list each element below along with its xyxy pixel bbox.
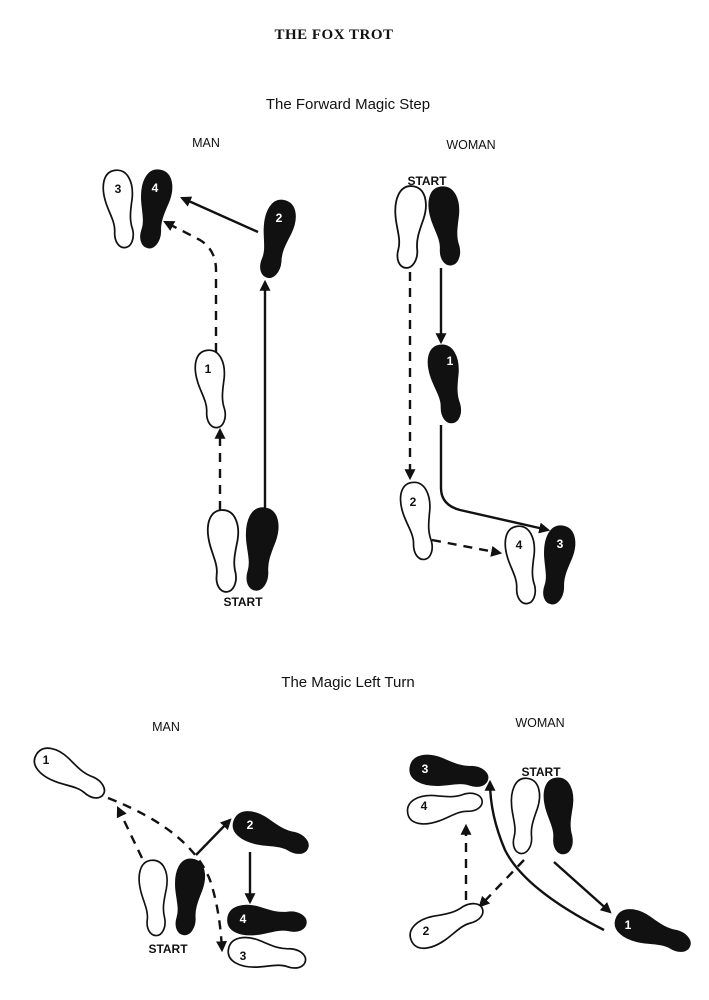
woman-step-1-number: 1 <box>447 354 454 368</box>
woman-step-3-number: 3 <box>557 537 564 551</box>
man-turn-step-1-foot <box>28 741 112 808</box>
man-step-3-number: 3 <box>115 182 122 196</box>
section-heading-forward-magic-step: The Forward Magic Step <box>266 96 430 113</box>
man-step-2-number: 2 <box>276 211 283 225</box>
woman-step-2-foot <box>396 479 441 563</box>
man-forward-diagram: 1 2 3 4 START <box>99 167 300 609</box>
woman-turn-step-3-number: 3 <box>422 762 429 776</box>
woman-turn-step-1-number: 1 <box>625 918 632 932</box>
man-turn-diagram: 1 START 2 4 3 <box>28 741 314 976</box>
woman-turn-right-path-2 <box>484 779 605 932</box>
man-turn-start-left-foot <box>136 858 172 938</box>
man-right-path-2 <box>179 196 259 234</box>
woman-turn-step-3-foot <box>407 752 491 794</box>
woman-turn-step-2-number: 2 <box>423 924 430 938</box>
woman-start-left-foot <box>390 184 429 270</box>
man-start-left-foot <box>205 508 244 594</box>
man-turn-start-right-foot <box>169 857 207 937</box>
man-turn-start-label: START <box>148 942 188 956</box>
man-step-1-number: 1 <box>205 362 212 376</box>
woman-start-right-foot <box>425 184 467 268</box>
woman-turn-start-right-foot <box>541 776 580 856</box>
woman-turn-right-path <box>553 861 612 914</box>
man-turn-step-2-foot <box>228 806 314 862</box>
woman-turn-left-path <box>478 859 525 908</box>
woman-step-4-number: 4 <box>516 538 523 552</box>
woman-turn-diagram: 3 4 START 2 1 <box>404 752 696 960</box>
woman-turn-step-1-foot <box>610 904 696 960</box>
man-step-4-number: 4 <box>152 181 159 195</box>
woman-turn-step-4-number: 4 <box>421 799 428 813</box>
man-start-label: START <box>223 595 263 609</box>
woman-turn-step-4-foot <box>404 785 486 828</box>
man-label-turn: MAN <box>152 720 180 734</box>
man-label: MAN <box>192 136 220 150</box>
man-turn-step-3-foot <box>225 934 309 976</box>
woman-right-path-2 <box>439 425 551 534</box>
woman-label-turn: WOMAN <box>515 716 564 730</box>
woman-step-2-number: 2 <box>410 495 417 509</box>
man-turn-step-3-number: 3 <box>240 949 247 963</box>
page-title: THE FOX TROT <box>274 27 393 43</box>
woman-start-label: START <box>407 174 447 188</box>
woman-forward-diagram: START 1 2 4 3 <box>390 174 578 607</box>
woman-turn-start-label: START <box>521 765 561 779</box>
woman-label: WOMAN <box>446 138 495 152</box>
woman-turn-start-left-foot <box>506 776 542 856</box>
man-step-3-foot <box>99 167 141 251</box>
section-heading-magic-left-turn: The Magic Left Turn <box>281 674 414 691</box>
man-turn-step-2-number: 2 <box>247 818 254 832</box>
man-step-1-foot <box>191 347 233 431</box>
woman-turn-step-2-foot <box>404 893 489 955</box>
man-turn-step-4-number: 4 <box>240 912 247 926</box>
man-turn-right-path <box>195 818 232 856</box>
man-left-path-2 <box>163 220 218 352</box>
man-turn-left-path <box>116 806 144 859</box>
man-start-right-foot <box>239 505 281 593</box>
woman-left-path-2 <box>431 538 503 557</box>
woman-step-4-foot <box>501 523 543 607</box>
man-turn-step-1-number: 1 <box>43 753 50 767</box>
man-turn-left-path-2 <box>107 796 228 953</box>
